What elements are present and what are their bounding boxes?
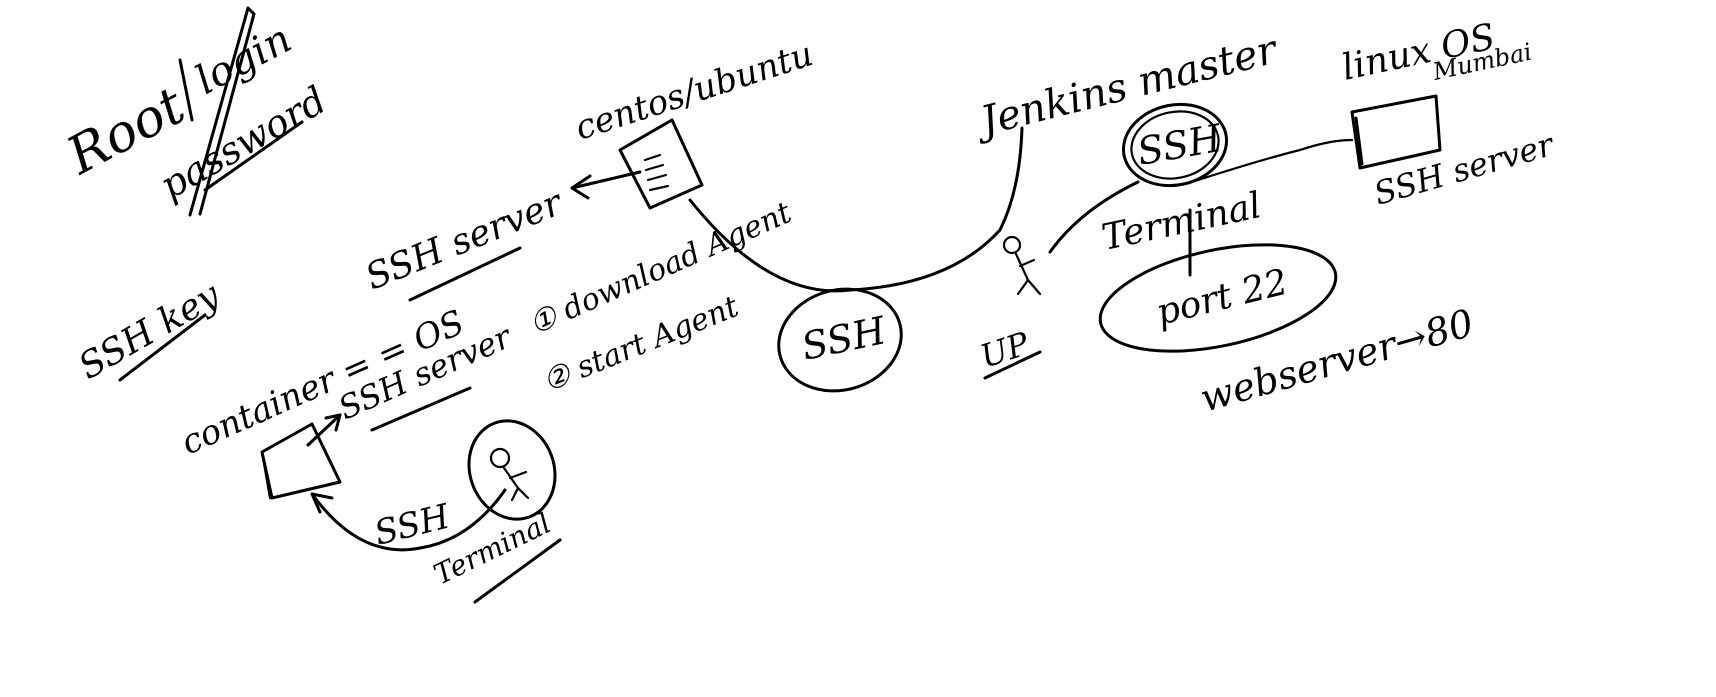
container-note: container = = OS SSH server: [175, 303, 518, 500]
ssh-curve-arrowhead: [310, 492, 334, 514]
ssh-server-underline-2: [370, 386, 472, 432]
ssh-circle-text: SSH: [1134, 116, 1226, 174]
ssh-terminal-cluster: SSH Terminal port 22: [1048, 102, 1338, 353]
connection-curve: [688, 126, 1024, 293]
container-arrow: [306, 413, 342, 447]
ssh-circle-outer: [1121, 102, 1229, 188]
user-to-ssh-line: [1048, 180, 1140, 254]
jenkins-connection: SSH: [688, 126, 1024, 393]
jenkins-master-note: Jenkins master: [969, 26, 1283, 146]
ssh-circle-inner: [1130, 110, 1220, 180]
server-box-icon: [1350, 94, 1442, 170]
slash-divider: [178, 58, 194, 122]
centos-note: centos/ubuntu: [570, 34, 818, 210]
centos-ubuntu-text: centos/ubuntu: [570, 34, 817, 148]
ssh-bottom-text: SSH: [371, 496, 455, 553]
port-22-ellipse: [1098, 243, 1338, 353]
stick-user-icon: [1002, 235, 1042, 296]
bottom-ssh-flow: SSH Terminal: [310, 419, 562, 604]
document-icon: [618, 118, 704, 210]
terminal-bottom-underline: [473, 538, 562, 604]
password-text: password: [153, 78, 334, 208]
jenkins-master-text: Jenkins master: [969, 26, 1283, 146]
user-circle: [467, 419, 557, 521]
ssh-curve-bottom: [310, 488, 507, 552]
server-cable: [1190, 138, 1354, 184]
ssh-server-underline-1: [408, 246, 522, 302]
ssh-key-note: SSH key: [72, 274, 227, 387]
ssh-server-text-3: SSH server: [1370, 125, 1559, 213]
up-underline: [983, 350, 1042, 380]
arrow-to-ssh-server: [570, 170, 642, 200]
password-underline: [203, 120, 304, 192]
pen-strike: [188, 6, 256, 217]
container-box-icon: [260, 422, 342, 500]
up-user-note: UP: [976, 235, 1042, 380]
root-login-note: Root login password: [57, 6, 334, 217]
ssh-middle-circle: [777, 287, 903, 393]
user-figure-icon: [489, 447, 530, 502]
webserver-text: webserver→80: [1195, 301, 1478, 421]
ssh-middle-text: SSH: [798, 308, 891, 369]
ssh-key-underline: [118, 313, 207, 382]
port-22-text: port 22: [1152, 262, 1292, 334]
ssh-server-text-1: SSH server: [360, 182, 569, 298]
webserver-note: webserver→80: [1195, 301, 1478, 421]
terminal-right-text: Terminal: [1098, 185, 1265, 259]
ssh-server-note-1: SSH server: [360, 182, 569, 302]
agent-steps: ① download Agent ② start Agent: [524, 195, 798, 400]
ssh-key-text: SSH key: [72, 274, 227, 387]
